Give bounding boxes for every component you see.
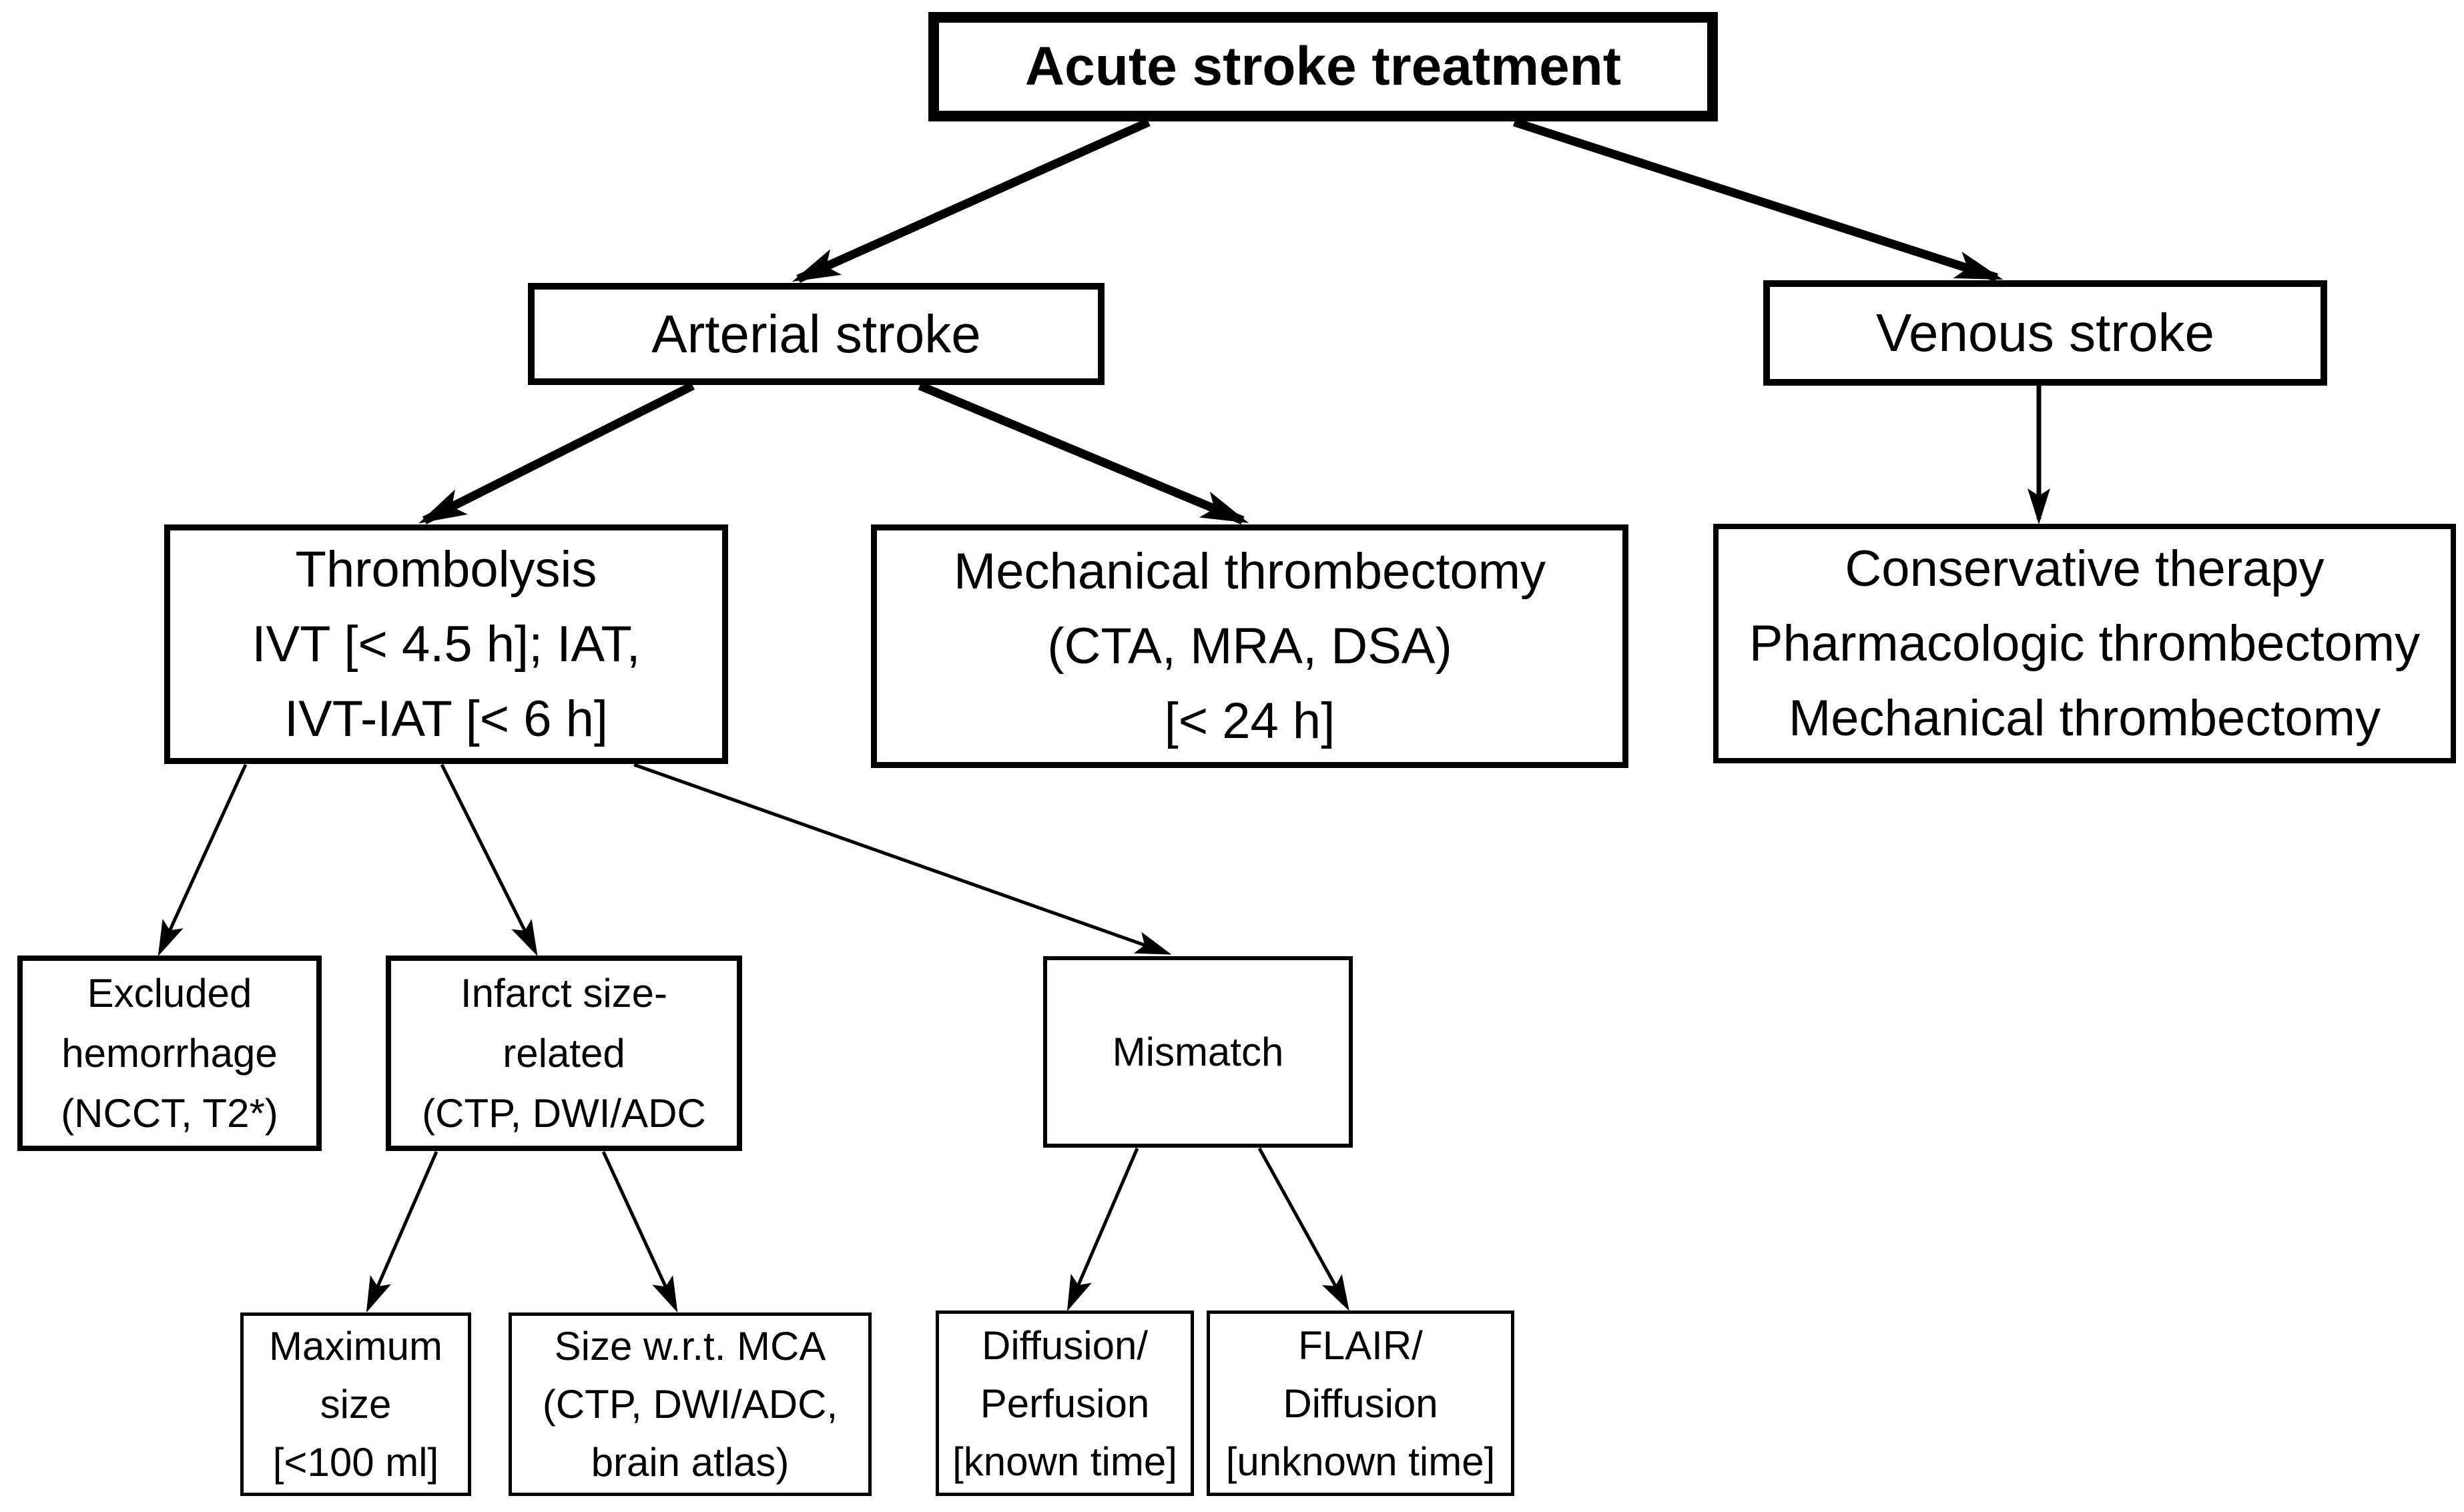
node-text-line: Conservative therapy [1845, 540, 2325, 597]
node-text-line: Mismatch [1112, 1029, 1284, 1074]
node-text-line: Diffusion/ [981, 1322, 1149, 1368]
node-text-line: [known time] [952, 1439, 1177, 1484]
edge-thrombolysis-to-infarct [440, 763, 538, 957]
node-conservative-therapy: Conservative therapy Pharmacologic throm… [1713, 524, 2456, 763]
node-text-line: FLAIR/ [1298, 1322, 1423, 1368]
edge-infarct-to-max-size [366, 1151, 438, 1313]
node-venous-stroke: Venous stroke [1763, 280, 2327, 386]
edge-thrombolysis-to-mismatch [633, 763, 1172, 955]
node-text-line: (NCCT, T2*) [61, 1090, 278, 1136]
node-text-line: brain atlas) [591, 1440, 790, 1485]
node-arterial-stroke: Arterial stroke [528, 283, 1105, 385]
node-size-wrt-mca: Size w.r.t. MCA (CTP, DWI/ADC, brain atl… [509, 1312, 872, 1496]
node-text-line: Arterial stroke [651, 304, 981, 364]
node-maximum-size: Maximum size [<100 ml] [240, 1312, 471, 1496]
node-text-line: [<100 ml] [272, 1440, 439, 1485]
node-text-line: [unknown time] [1225, 1439, 1496, 1484]
edge-acute-to-arterial [792, 118, 1151, 283]
edge-infarct-to-size-mca [601, 1150, 678, 1313]
node-text-line: IVT [< 4.5 h]; IAT, [252, 615, 641, 673]
node-text-line: (CTP, DWI/ADC [422, 1090, 706, 1136]
node-text-line: Acute stroke treatment [1024, 36, 1622, 97]
node-flair-diffusion: FLAIR/ Diffusion [unknown time] [1207, 1310, 1514, 1496]
node-text-line: related [503, 1030, 625, 1076]
node-text-line: Maximum [268, 1324, 442, 1369]
node-excluded-hemorrhage: Excluded hemorrhage (NCCT, T2*) [17, 956, 322, 1151]
node-text-line: IVT-IAT [< 6 h] [284, 690, 609, 747]
node-text-line: Thrombolysis [295, 540, 597, 598]
node-text-line: Perfusion [980, 1381, 1150, 1426]
edge-arterial-to-thrombolysis [418, 382, 695, 524]
node-mechanical-thrombectomy: Mechanical thrombectomy (CTA, MRA, DSA) … [871, 524, 1628, 768]
edge-acute-to-venous [1513, 117, 2004, 282]
node-text-line: size [320, 1382, 392, 1427]
node-text-line: Pharmacologic thrombectomy [1749, 615, 2421, 672]
node-thrombolysis: Thrombolysis IVT [< 4.5 h]; IAT, IVT-IAT… [164, 524, 728, 764]
node-text-line: Mechanical thrombectomy [1788, 689, 2381, 747]
node-text-line: Diffusion [1283, 1381, 1438, 1426]
node-text-line: Venous stroke [1876, 303, 2214, 362]
node-acute-stroke-treatment: Acute stroke treatment [928, 12, 1718, 121]
edge-arterial-to-mechanical [918, 382, 1249, 524]
node-diffusion-perfusion: Diffusion/ Perfusion [known time] [936, 1310, 1194, 1496]
node-mismatch: Mismatch [1043, 956, 1353, 1148]
node-text-line: (CTA, MRA, DSA) [1047, 617, 1452, 675]
edge-mismatch-to-diff-perf [1066, 1148, 1139, 1312]
node-text-line: [< 24 h] [1164, 692, 1335, 749]
node-text-line: Infarct size- [460, 970, 668, 1016]
edge-thrombolysis-to-excluded [158, 763, 248, 957]
node-infarct-size-related: Infarct size- related (CTP, DWI/ADC [386, 956, 742, 1151]
node-text-line: Excluded [87, 970, 252, 1016]
node-text-line: Size w.r.t. MCA [554, 1324, 826, 1369]
node-text-line: hemorrhage [61, 1030, 278, 1076]
edge-mismatch-to-flair-diff [1257, 1147, 1349, 1312]
node-text-line: Mechanical thrombectomy [953, 542, 1546, 600]
node-text-line: (CTP, DWI/ADC, [542, 1382, 838, 1427]
